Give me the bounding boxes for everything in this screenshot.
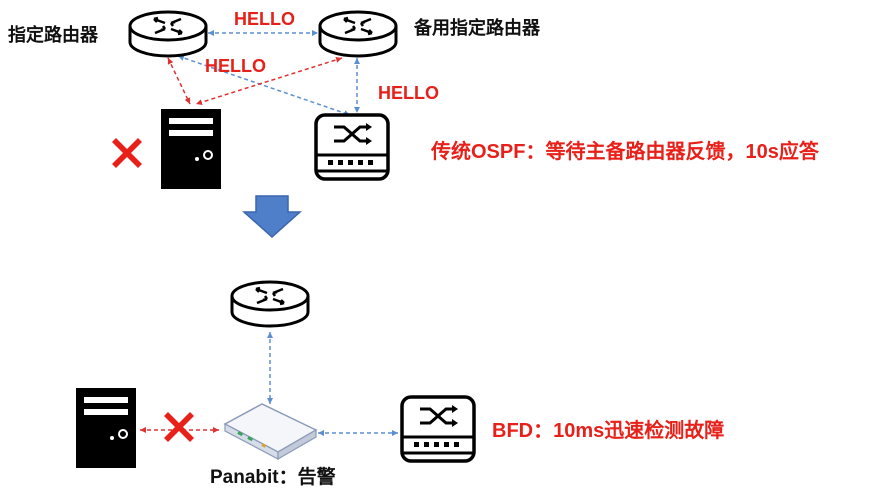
bdr-label: 备用指定路由器 [413,17,541,38]
ospf-note: 传统OSPF：等待主备路由器反馈，10s应答 [430,139,820,163]
hello-label-top: HELLO [234,9,295,29]
panabit-label: Panabit：告警 [210,465,336,488]
cross-icon-bottom [164,412,194,442]
down-arrow-icon [242,195,302,239]
dr-router-icon [128,10,208,58]
dr-label: 指定路由器 [8,24,99,45]
switch-icon [314,113,390,181]
server-icon-bottom [75,387,137,469]
bfd-note: BFD：10ms迅速检测故障 [492,418,724,442]
link-bdr-server [195,56,343,106]
bdr-router-icon [318,10,398,58]
server-icon [160,108,222,190]
router-icon [230,280,310,328]
link-dr-server [167,57,191,105]
switch-icon-bottom [400,395,476,463]
cross-icon [112,138,142,168]
hello-label-right: HELLO [378,83,439,103]
hello-label-mid: HELLO [205,56,266,76]
panabit-appliance-icon [223,403,318,461]
